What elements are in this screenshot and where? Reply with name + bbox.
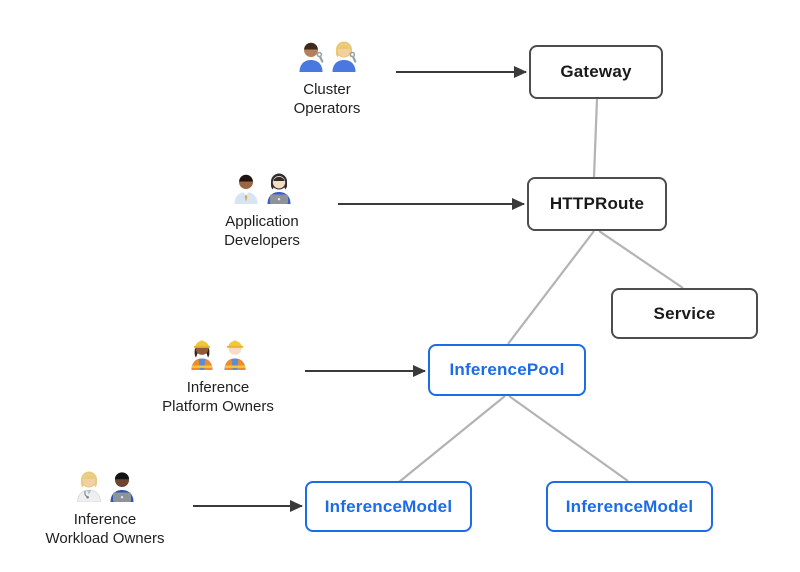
persona-application-developers: Application Developers xyxy=(182,170,342,250)
node-inferencemodel-right-label: InferenceModel xyxy=(565,496,694,516)
woman-technologist-icon xyxy=(267,173,290,204)
node-inferencemodel-left-label: InferenceModel xyxy=(324,496,453,516)
edge-inferencepool-inferencemodel-right xyxy=(508,395,629,482)
persona-inference-workload-owners: Inference Workload Owners xyxy=(15,468,195,548)
node-gateway: Gateway xyxy=(529,45,663,99)
man-office-worker-icon xyxy=(234,174,257,204)
node-service: Service xyxy=(611,288,758,339)
edge-inferencepool-inferencemodel-left xyxy=(398,395,506,483)
node-inferencemodel-right: InferenceModel xyxy=(546,481,713,532)
node-httproute-label: HTTPRoute xyxy=(549,194,645,213)
node-httproute: HTTPRoute xyxy=(527,177,667,231)
persona-label-line: Workload Owners xyxy=(45,530,165,547)
inference-platform-owners-icons xyxy=(187,336,250,370)
man-mechanic-icon xyxy=(299,42,323,72)
health-worker-icon xyxy=(76,471,101,502)
persona-label-line: Inference xyxy=(73,511,137,528)
cluster-operators-icons xyxy=(296,38,359,72)
edge-gateway-httproute xyxy=(592,98,599,178)
persona-label-line: Developers xyxy=(224,232,300,249)
woman-construction-worker-icon xyxy=(191,340,212,370)
persona-label-line: Platform Owners xyxy=(162,398,274,415)
edge-httproute-inferencepool xyxy=(507,230,595,345)
node-inferencepool: InferencePool xyxy=(428,344,586,396)
persona-label-line: Inference xyxy=(186,379,250,396)
woman-mechanic-icon xyxy=(332,41,356,72)
application-developers-icons xyxy=(231,170,294,204)
edge-httproute-service xyxy=(598,230,684,289)
persona-inference-platform-owners: Inference Platform Owners xyxy=(118,336,318,416)
persona-cluster-operators: Cluster Operators xyxy=(247,38,407,118)
node-service-label: Service xyxy=(653,303,716,323)
inference-workload-owners-icons xyxy=(74,468,137,502)
man-construction-worker-icon xyxy=(224,340,245,370)
persona-label-line: Cluster xyxy=(303,81,351,98)
node-gateway-label: Gateway xyxy=(560,62,632,81)
man-technologist-icon xyxy=(110,472,133,502)
persona-label-line: Operators xyxy=(293,100,361,117)
node-inferencepool-label: InferencePool xyxy=(449,360,565,379)
node-inferencemodel-left: InferenceModel xyxy=(305,481,472,532)
persona-label-line: Application xyxy=(225,213,299,230)
